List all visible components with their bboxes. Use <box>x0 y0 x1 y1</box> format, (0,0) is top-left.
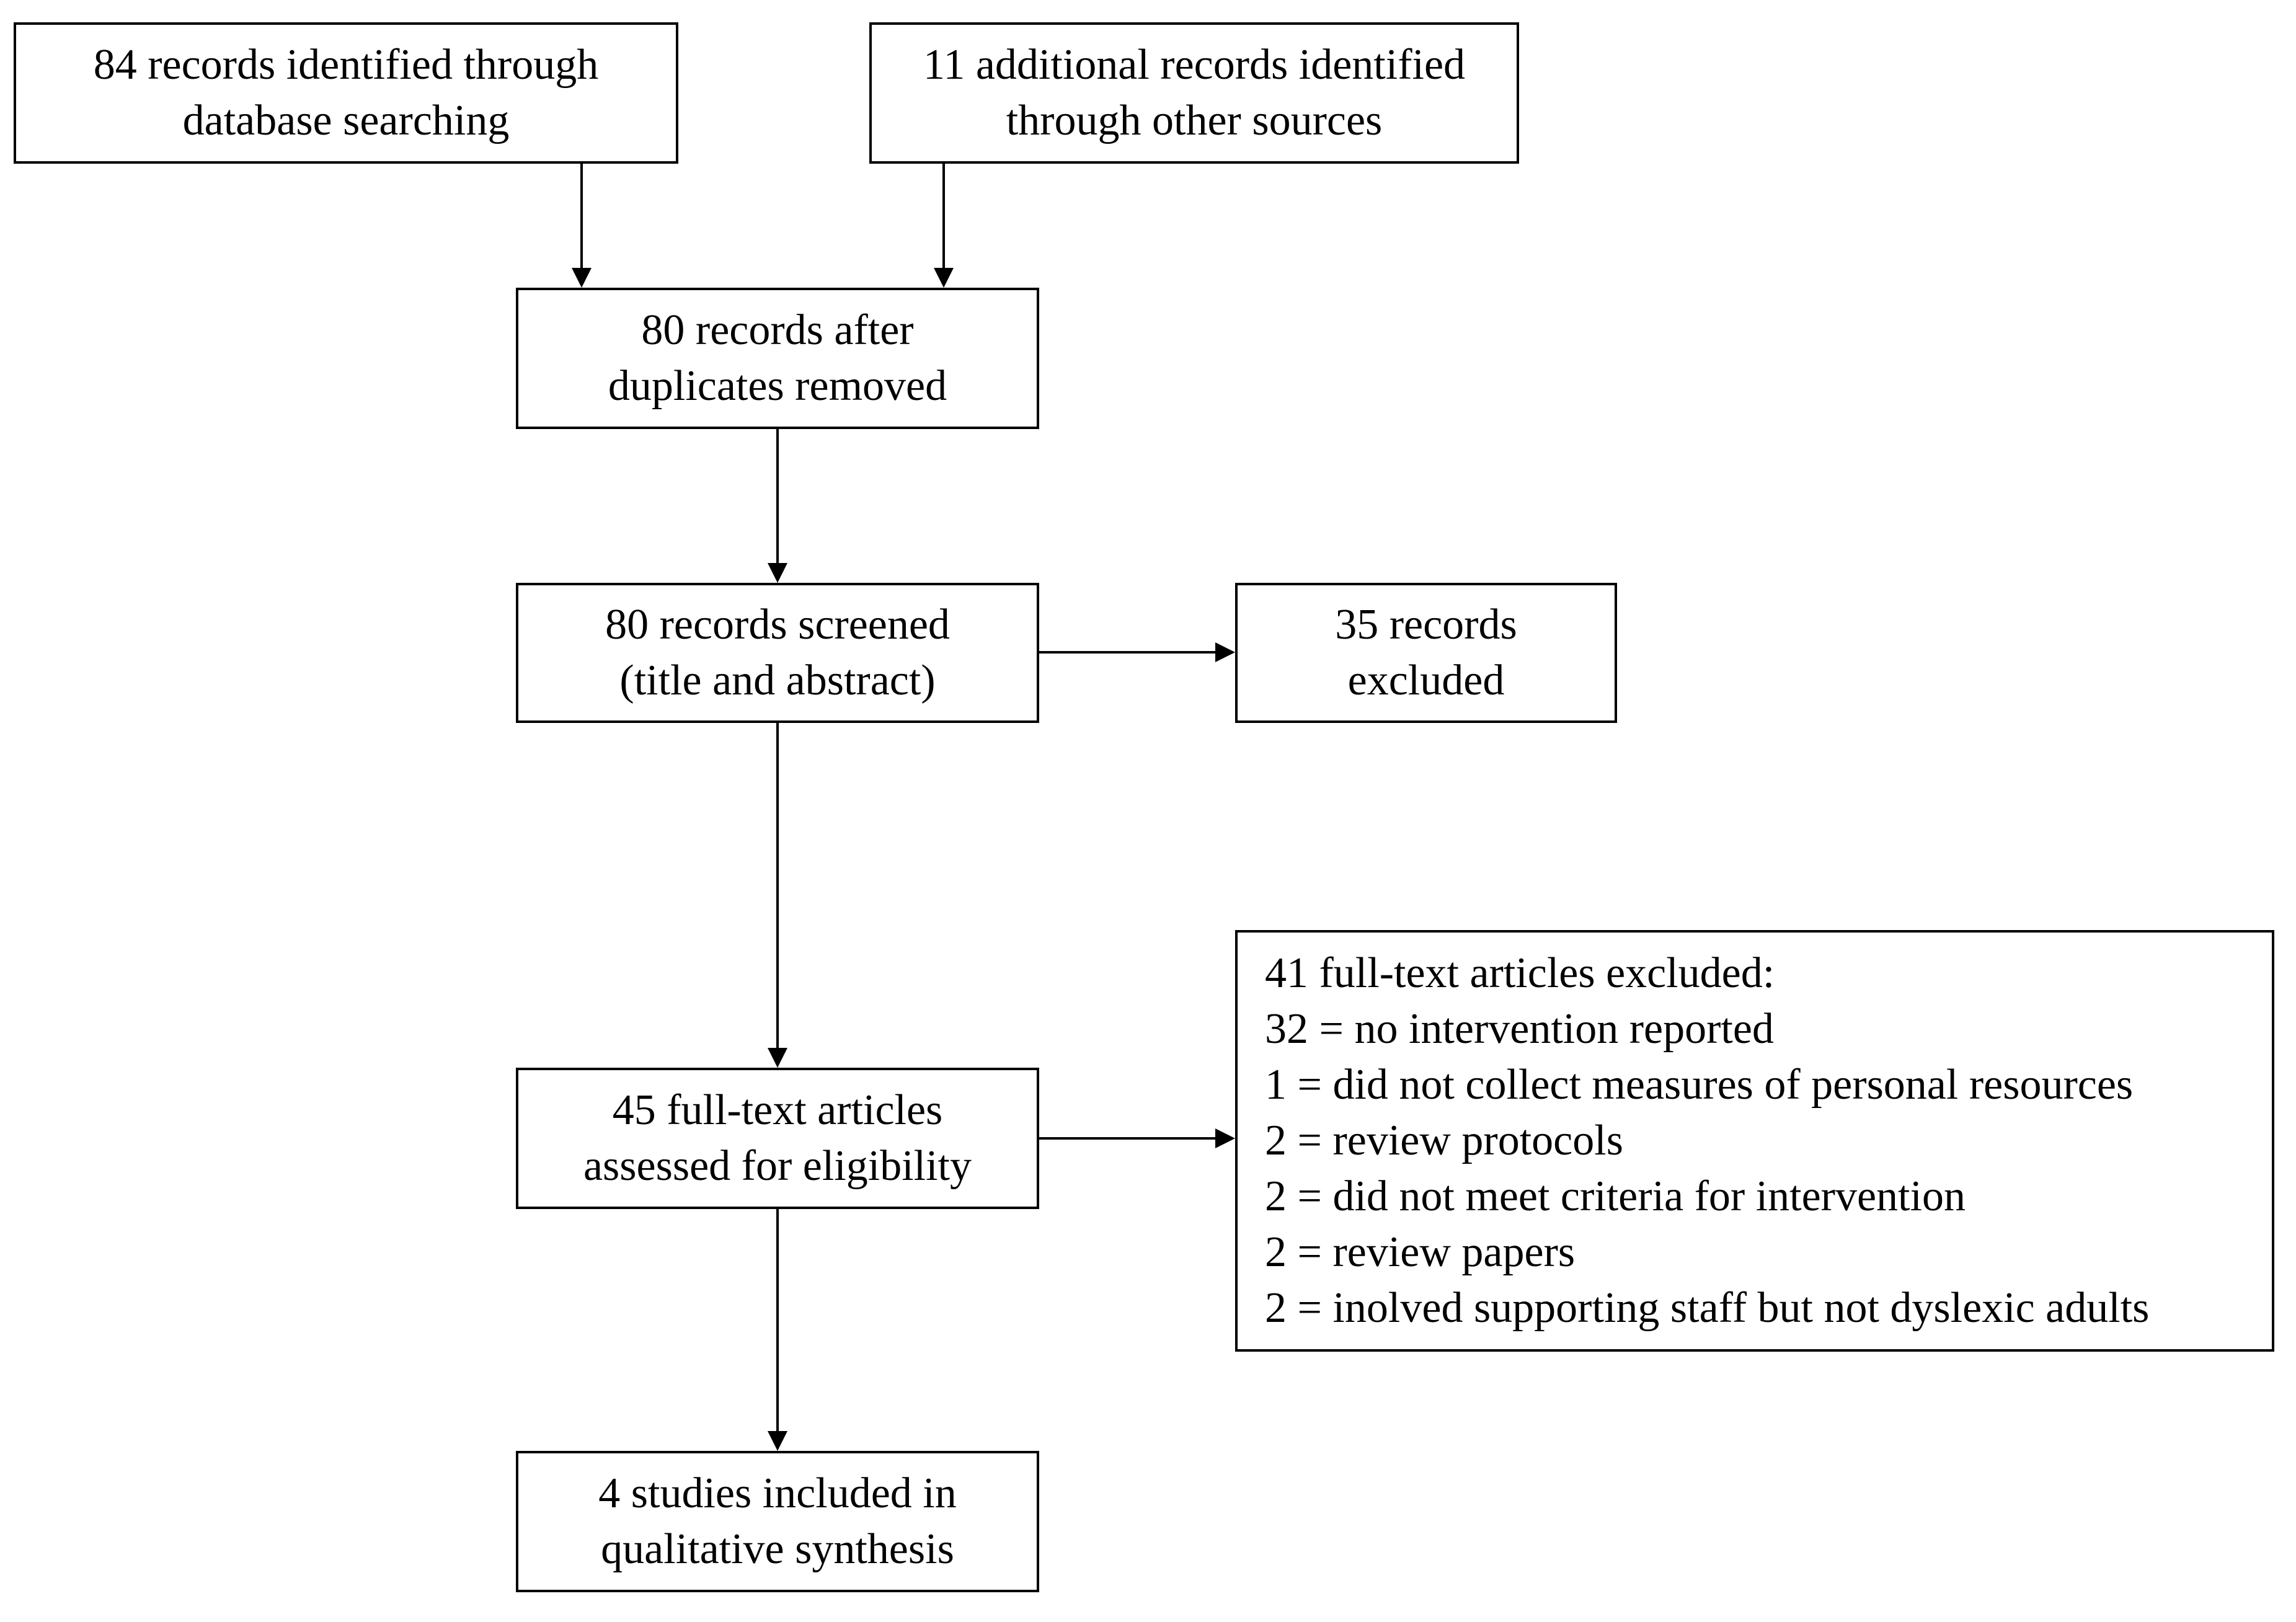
box-full-text-excluded: 41 full-text articles excluded: 32 = no … <box>1235 930 2274 1352</box>
box-text-line: duplicates removed <box>608 362 947 410</box>
box-text-line: (title and abstract) <box>619 657 936 704</box>
arrowhead-database-to-deduplicated <box>572 268 592 288</box>
box-text-line: excluded <box>1347 657 1505 704</box>
box-records-screened: 80 records screened (title and abstract) <box>516 583 1039 723</box>
exclusion-reason: 2 = did not meet criteria for interventi… <box>1265 1172 1966 1220</box>
box-records-excluded: 35 records excluded <box>1235 583 1617 723</box>
box-database-records: 84 records identified through database s… <box>14 22 678 164</box>
box-text-line: 80 records screened <box>605 601 950 649</box>
box-text-line: assessed for eligibility <box>583 1142 972 1190</box>
box-text-line: 4 studies included in <box>598 1469 957 1517</box>
box-text-line: through other sources <box>1006 97 1383 144</box>
box-text-line: 45 full-text articles <box>612 1086 943 1134</box>
arrowhead-screened-to-excluded <box>1215 642 1235 662</box>
box-text-line: 35 records <box>1335 601 1517 649</box>
box-after-duplicates: 80 records after duplicates removed <box>516 288 1039 429</box>
box-text-line: 11 additional records identified <box>923 41 1466 89</box>
arrowhead-full-text-to-included <box>768 1431 787 1451</box>
arrowhead-screened-to-full-text <box>768 1048 787 1068</box>
arrowhead-deduplicated-to-screened <box>768 563 787 583</box>
box-text-line: 84 records identified through <box>93 41 599 89</box>
exclusion-heading: 41 full-text articles excluded: <box>1265 949 1775 997</box>
box-text-line: database searching <box>182 97 510 144</box>
exclusion-reason: 1 = did not collect measures of personal… <box>1265 1061 2134 1109</box>
box-studies-included: 4 studies included in qualitative synthe… <box>516 1451 1039 1592</box>
box-text-line: 80 records after <box>641 306 914 354</box>
arrowhead-other-to-deduplicated <box>934 268 954 288</box>
exclusion-reason: 2 = inolved supporting staff but not dys… <box>1265 1284 2150 1332</box>
exclusion-reason: 32 = no intervention reported <box>1265 1005 1774 1053</box>
exclusion-reason: 2 = review papers <box>1265 1228 1576 1276</box>
box-full-text-assessed: 45 full-text articles assessed for eligi… <box>516 1068 1039 1209</box>
arrowhead-full-text-to-excluded <box>1215 1128 1235 1148</box>
exclusion-reason: 2 = review protocols <box>1265 1117 1623 1164</box>
box-other-sources: 11 additional records identified through… <box>869 22 1519 164</box>
box-text-line: qualitative synthesis <box>601 1525 954 1573</box>
